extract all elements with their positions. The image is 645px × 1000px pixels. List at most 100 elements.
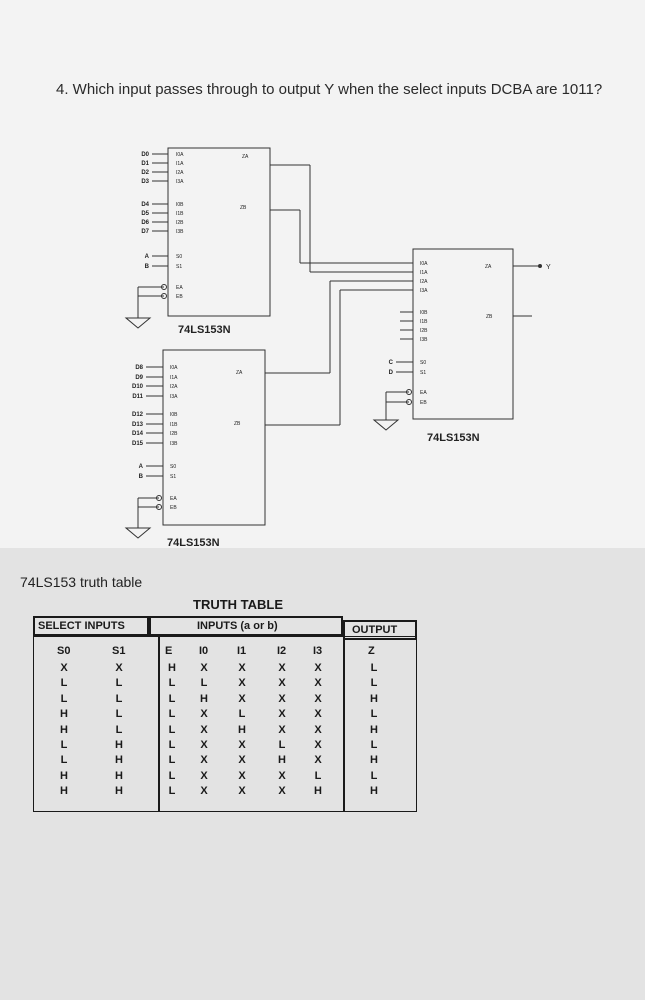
table-cell: L xyxy=(200,677,208,690)
svg-text:D0: D0 xyxy=(141,152,149,158)
table-cell: X xyxy=(278,723,286,736)
table-cell: L xyxy=(60,677,68,690)
table-cell: H xyxy=(115,754,123,767)
svg-text:D15: D15 xyxy=(132,441,144,447)
table-cell: H xyxy=(60,723,68,736)
table-cell: L xyxy=(238,708,246,721)
table-cell: L xyxy=(168,708,176,721)
table-cell: H xyxy=(115,769,123,782)
svg-text:I0B: I0B xyxy=(420,310,428,316)
table-cell: L xyxy=(115,692,123,705)
svg-text:ZB: ZB xyxy=(486,314,493,320)
col-i2: I2 xyxy=(277,645,287,657)
select-inputs-header-box xyxy=(33,616,149,636)
svg-text:S1: S1 xyxy=(170,474,176,480)
svg-text:D2: D2 xyxy=(141,170,149,176)
table-cell: L xyxy=(168,692,176,705)
svg-text:ZA: ZA xyxy=(236,370,243,376)
table-cell: H xyxy=(168,662,176,674)
svg-text:I3B: I3B xyxy=(176,229,184,235)
svg-text:B: B xyxy=(139,474,144,480)
svg-text:I0A: I0A xyxy=(170,365,178,371)
table-cell: L xyxy=(168,739,176,751)
table-cell: L xyxy=(370,708,378,721)
table-cell: H xyxy=(115,785,123,798)
svg-text:D3: D3 xyxy=(141,179,149,185)
svg-text:D5: D5 xyxy=(141,211,149,217)
table-cell: X xyxy=(200,754,208,767)
svg-text:D4: D4 xyxy=(141,202,149,208)
table-cell: X xyxy=(314,662,322,674)
table-cell: X xyxy=(200,769,208,782)
svg-text:B: B xyxy=(145,264,150,270)
truth-table-body xyxy=(33,636,417,812)
output-y-label: Y xyxy=(546,264,551,271)
worksheet-paper xyxy=(0,0,645,548)
table-cell: H xyxy=(238,723,246,736)
inputs-header-box xyxy=(149,616,343,636)
truth-table-paper xyxy=(0,548,645,1000)
svg-text:I1A: I1A xyxy=(170,375,178,381)
table-cell: X xyxy=(238,754,246,767)
svg-text:S1: S1 xyxy=(420,370,426,376)
table-cell: X xyxy=(238,739,246,751)
svg-text:S1: S1 xyxy=(176,264,182,270)
table-cell: X xyxy=(314,723,322,736)
svg-text:EB: EB xyxy=(176,294,183,300)
svg-text:I2A: I2A xyxy=(420,279,428,285)
svg-text:EA: EA xyxy=(170,496,177,502)
svg-text:I3A: I3A xyxy=(170,394,178,400)
col-z: Z xyxy=(368,645,375,657)
table-cell: X xyxy=(238,692,246,705)
svg-text:S0: S0 xyxy=(420,360,426,366)
svg-text:I3A: I3A xyxy=(420,288,428,294)
mux3-name: 74LS153N xyxy=(427,432,480,444)
table-cell: L xyxy=(115,708,123,721)
table-cell: X xyxy=(314,754,322,767)
svg-text:I3A: I3A xyxy=(176,179,184,185)
table-cell: H xyxy=(314,785,322,798)
svg-text:EB: EB xyxy=(170,505,177,511)
svg-text:ZA: ZA xyxy=(242,154,249,160)
truth-table-caption: 74LS153 truth table xyxy=(20,574,143,590)
table-cell: L xyxy=(370,662,378,674)
mux-circuit-diagram: D0 D1 D2 D3 D4 D5 D6 D7 A B I0A I1A I2A … xyxy=(124,147,551,548)
table-cell: L xyxy=(60,739,68,751)
svg-text:D6: D6 xyxy=(141,220,149,226)
enable-column-divider xyxy=(158,636,160,812)
col-i1: I1 xyxy=(237,645,247,657)
col-i0: I0 xyxy=(199,645,209,657)
table-cell: L xyxy=(314,769,322,782)
table-cell: L xyxy=(168,754,176,767)
col-s0: S0 xyxy=(57,645,71,657)
svg-text:D10: D10 xyxy=(132,384,144,390)
svg-text:I1A: I1A xyxy=(420,270,428,276)
svg-text:I1A: I1A xyxy=(176,161,184,167)
svg-text:ZB: ZB xyxy=(234,421,241,427)
svg-text:I2B: I2B xyxy=(176,220,184,226)
table-cell: L xyxy=(168,677,176,690)
col-e: E xyxy=(165,645,173,657)
svg-text:D7: D7 xyxy=(141,229,149,235)
mux2-name: 74LS153N xyxy=(167,537,220,548)
svg-text:ZB: ZB xyxy=(240,205,247,211)
table-cell: X xyxy=(200,662,208,674)
svg-text:I2B: I2B xyxy=(420,328,428,334)
output-header-box xyxy=(343,620,417,640)
table-cell: H xyxy=(60,769,68,782)
svg-text:I3B: I3B xyxy=(420,337,428,343)
svg-text:D1: D1 xyxy=(141,161,149,167)
svg-text:I0B: I0B xyxy=(176,202,184,208)
svg-text:I3B: I3B xyxy=(170,441,178,447)
table-cell: H xyxy=(370,723,378,736)
svg-text:D14: D14 xyxy=(132,431,144,437)
table-cell: H xyxy=(200,692,208,705)
table-cell: X xyxy=(278,692,286,705)
svg-text:EA: EA xyxy=(176,285,183,291)
table-cell: H xyxy=(370,785,378,798)
table-cell: X xyxy=(200,785,208,798)
svg-text:A: A xyxy=(145,254,150,260)
mux3-chip xyxy=(412,248,514,420)
table-cell: L xyxy=(60,754,68,767)
table-cell: X xyxy=(314,739,322,751)
